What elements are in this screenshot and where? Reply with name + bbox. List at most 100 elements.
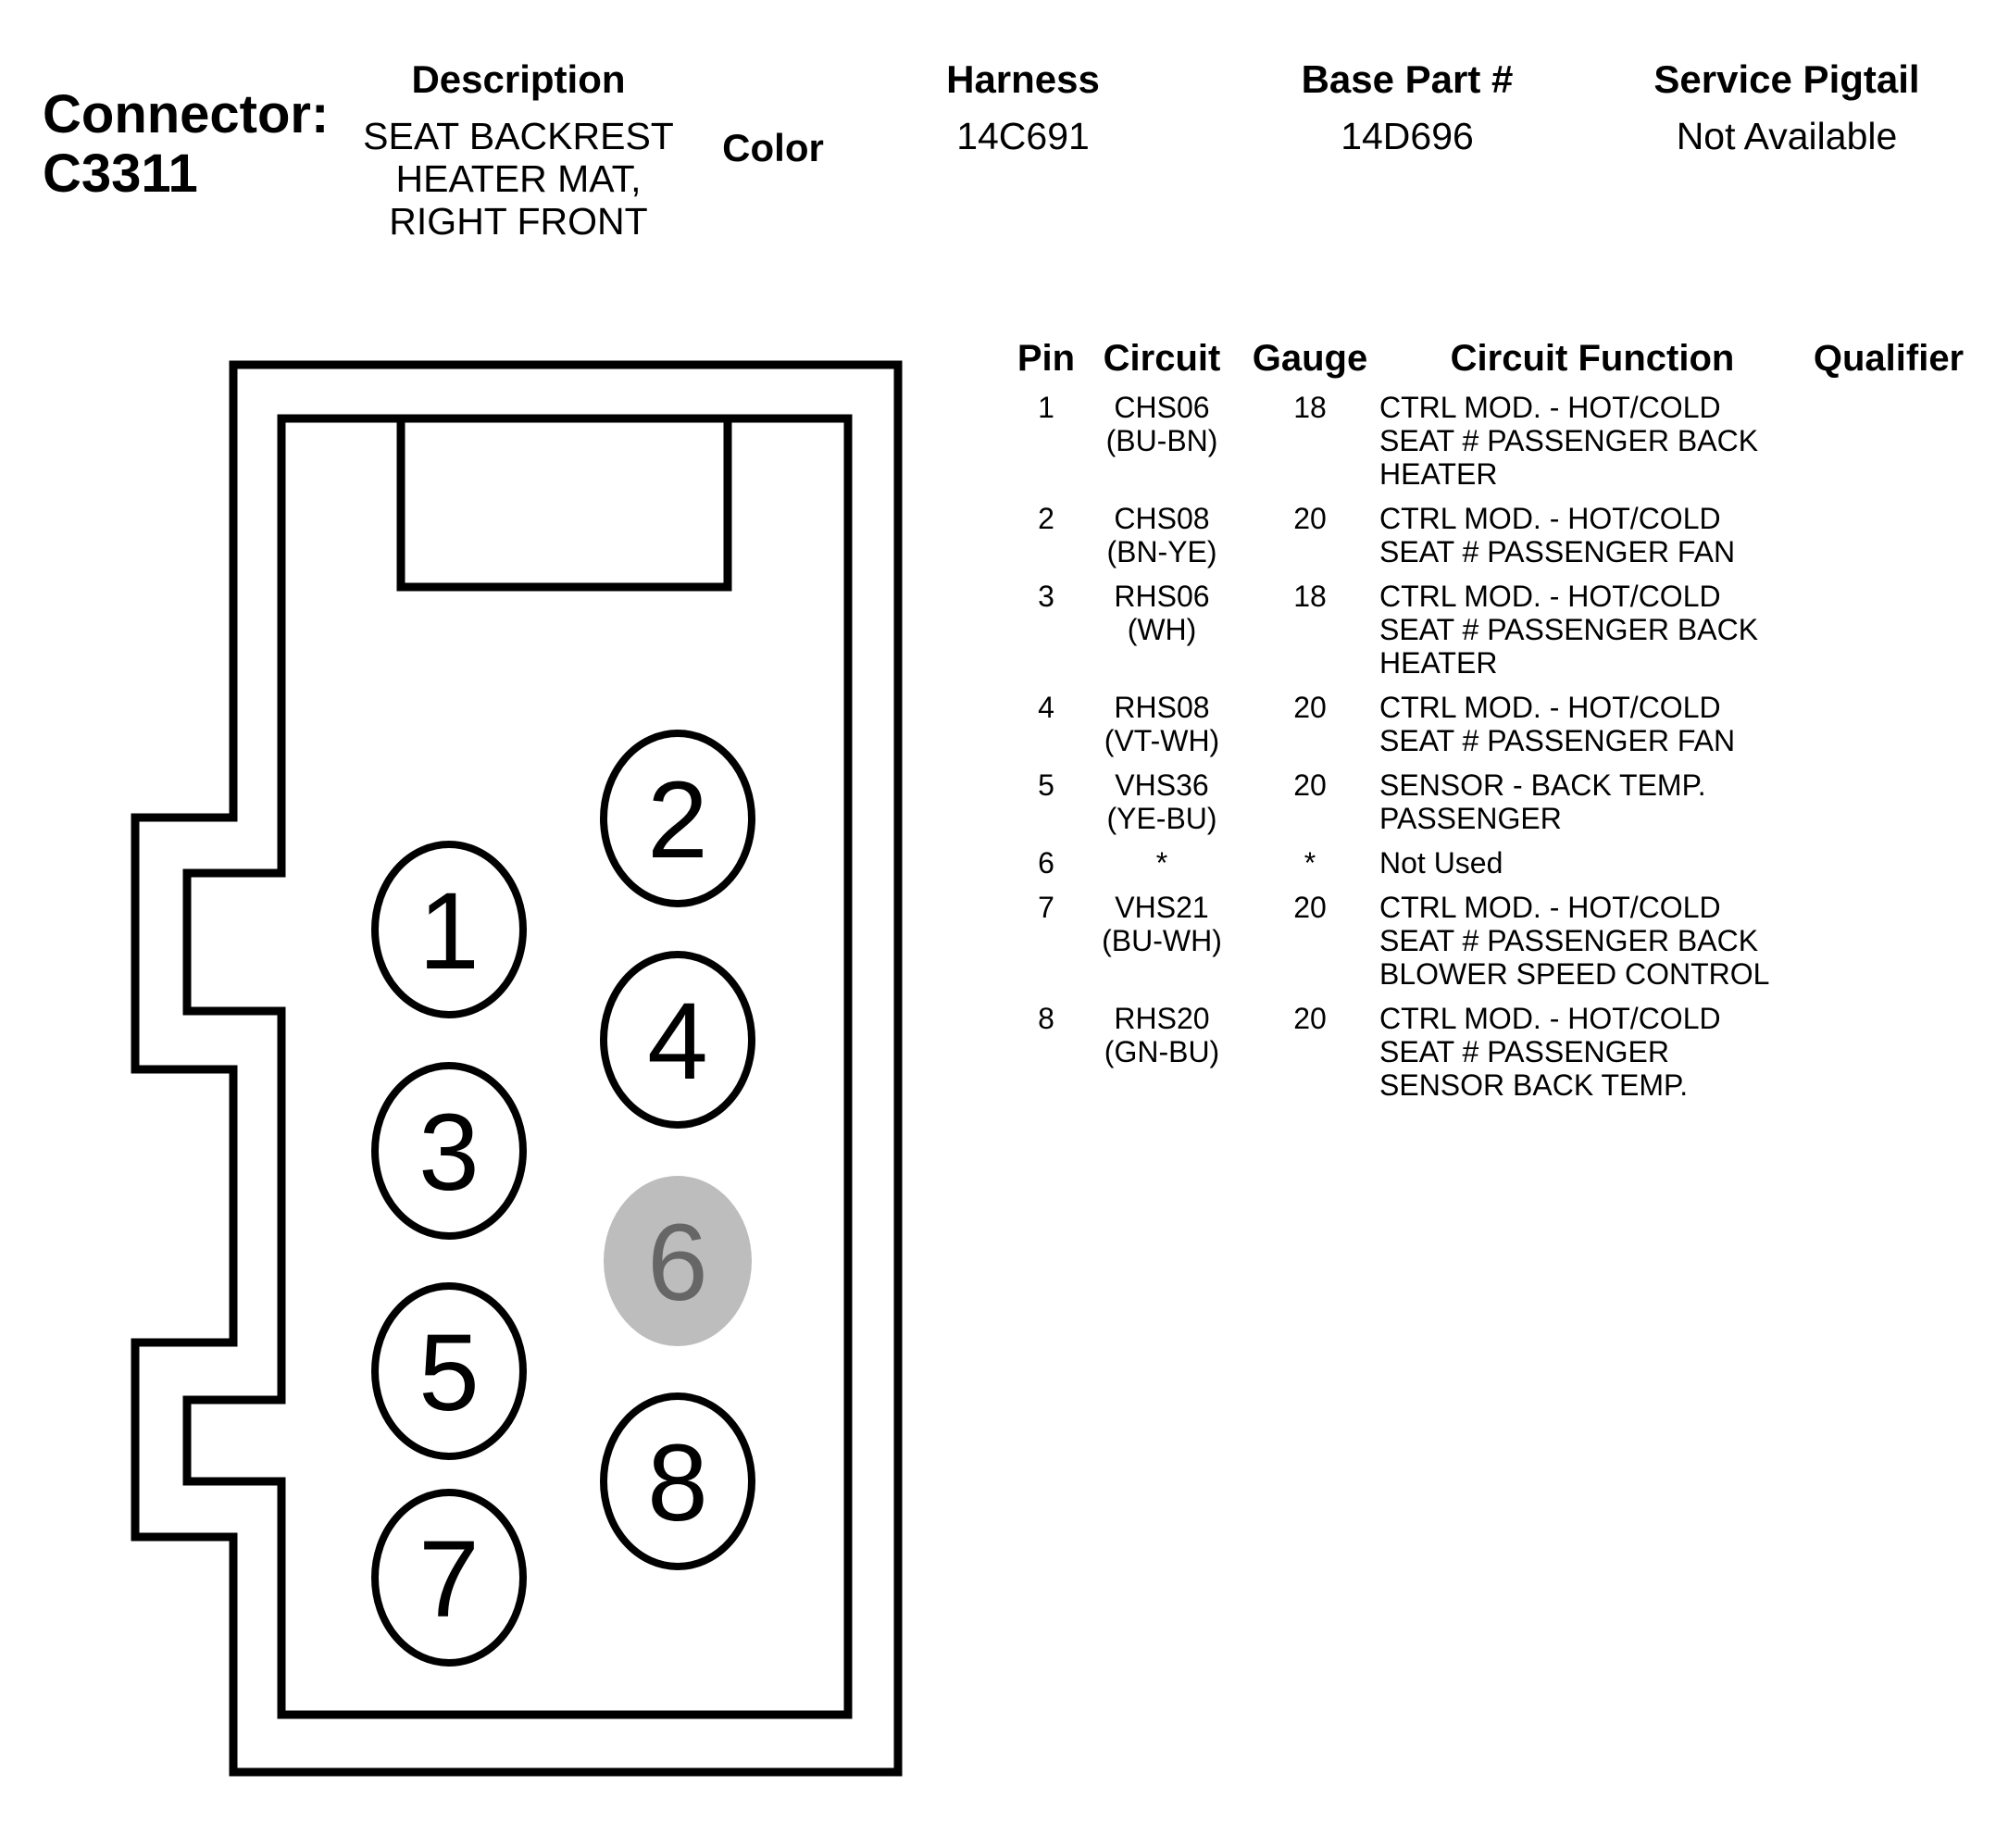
circuit-cell: *: [1088, 846, 1236, 880]
circuit-cell-line: (GN-BU): [1104, 1035, 1220, 1068]
circuit-cell-line: CHS06: [1114, 391, 1210, 424]
circuit-cell-line: RHS20: [1114, 1002, 1210, 1035]
pin-6-cavity: 6: [604, 1176, 752, 1346]
circuit-function-cell-line: SENSOR - BACK TEMP.: [1379, 768, 1706, 802]
column-header-qualifier: Qualifier: [1813, 338, 1965, 379]
base-part-header: Base Part #: [1301, 57, 1514, 101]
connector-id: C3311: [43, 144, 198, 204]
circuit-cell-line: RHS08: [1114, 691, 1210, 724]
pin-1-cavity: 1: [371, 841, 527, 1018]
color-header: Color: [722, 126, 824, 169]
column-header-gauge: Gauge: [1252, 338, 1368, 379]
connector-outer-housing: [131, 360, 903, 1777]
circuit-cell-line: RHS06: [1114, 580, 1210, 613]
pin-4-outline: [600, 951, 755, 1129]
column-header-pin: Pin: [1017, 338, 1076, 379]
circuit-function-cell-line: CTRL MOD. - HOT/COLD: [1379, 891, 1721, 924]
circuit-cell-line: *: [1155, 846, 1168, 880]
circuit-function-cell-line: HEATER: [1379, 457, 1498, 491]
circuit-cell: RHS06(WH): [1088, 580, 1236, 646]
circuit-cell-line: VHS36: [1115, 768, 1209, 802]
gauge-cell: 20: [1293, 891, 1327, 924]
pin-8-outline: [600, 1392, 755, 1570]
pin-cell: 3: [1038, 580, 1054, 613]
pin-cell: 5: [1038, 768, 1054, 802]
gauge-cell: 20: [1293, 1002, 1327, 1035]
pin-7-label: 7: [418, 1518, 480, 1641]
pin-1-outline: [371, 841, 527, 1018]
pin-cell: 4: [1038, 691, 1054, 724]
service-pigtail-value: Not Available: [1676, 115, 1898, 157]
pin-5-cavity: 5: [371, 1282, 527, 1460]
connector-latch: [396, 418, 732, 592]
circuit-function-cell-line: SEAT # PASSENGER BACK: [1379, 613, 1759, 646]
pin-4-cavity: 4: [600, 951, 755, 1129]
circuit-function-cell-line: CTRL MOD. - HOT/COLD: [1379, 580, 1721, 613]
circuit-function-cell-line: SEAT # PASSENGER BACK: [1379, 424, 1759, 457]
circuit-function-cell-line: SEAT # PASSENGER: [1379, 1035, 1669, 1068]
circuit-function-cell-line: Not Used: [1379, 846, 1503, 880]
pin-8-label: 8: [647, 1422, 708, 1544]
circuit-function-cell-line: HEATER: [1379, 646, 1498, 680]
gauge-cell: 20: [1293, 768, 1327, 802]
circuit-function-cell: SENSOR - BACK TEMP.PASSENGER: [1379, 768, 1805, 835]
gauge-cell: 18: [1293, 391, 1327, 424]
description-header: Description: [411, 57, 626, 101]
gauge-cell: 20: [1293, 502, 1327, 535]
circuit-function-cell-line: SENSOR BACK TEMP.: [1379, 1068, 1689, 1102]
circuit-function-cell-line: BLOWER SPEED CONTROL: [1379, 957, 1770, 991]
description-value: SEAT BACKREST HEATER MAT, RIGHT FRONT: [315, 115, 722, 243]
connector-title: Connector: C3311: [43, 85, 329, 204]
description-line: SEAT BACKREST: [363, 115, 674, 157]
table-header-row: Pin Circuit Gauge Circuit Function Quali…: [1000, 335, 1981, 391]
pin-2-cavity: 2: [600, 730, 755, 907]
circuit-function-cell-line: CTRL MOD. - HOT/COLD: [1379, 1002, 1721, 1035]
circuit-function-cell-line: PASSENGER: [1379, 802, 1562, 835]
circuit-cell: VHS36(YE-BU): [1088, 768, 1236, 835]
column-header-circuit-function: Circuit Function: [1450, 338, 1735, 379]
circuit-cell-line: CHS08: [1114, 502, 1210, 535]
pin-cell: 2: [1038, 502, 1054, 535]
pin-5-label: 5: [418, 1312, 480, 1434]
circuit-cell-line: (VT-WH): [1104, 724, 1220, 757]
circuit-cell-line: VHS21: [1115, 891, 1209, 924]
circuit-function-cell-line: SEAT # PASSENGER BACK: [1379, 924, 1759, 957]
circuit-cell-line: (YE-BU): [1106, 802, 1217, 835]
pin-2-outline: [600, 730, 755, 907]
column-header-circuit: Circuit: [1103, 338, 1221, 379]
pin-8-cavity: 8: [600, 1392, 755, 1570]
circuit-cell: VHS21(BU-WH): [1088, 891, 1236, 957]
circuit-function-cell-line: SEAT # PASSENGER FAN: [1379, 724, 1736, 757]
pin-3-outline: [371, 1062, 527, 1240]
circuit-function-cell-line: CTRL MOD. - HOT/COLD: [1379, 391, 1721, 424]
pin-7-cavity: 7: [371, 1489, 527, 1667]
pin-cell: 7: [1038, 891, 1054, 924]
circuit-function-cell: Not Used: [1379, 846, 1805, 880]
gauge-cell: 20: [1293, 691, 1327, 724]
pin-7-outline: [371, 1489, 527, 1667]
pin-cell: 8: [1038, 1002, 1054, 1035]
circuit-cell: RHS20(GN-BU): [1088, 1002, 1236, 1068]
circuit-function-cell-line: CTRL MOD. - HOT/COLD: [1379, 691, 1721, 724]
pin-cell: 6: [1038, 846, 1054, 880]
harness-header: Harness: [946, 57, 1100, 101]
circuit-cell: RHS08(VT-WH): [1088, 691, 1236, 757]
base-part-value: 14D696: [1341, 115, 1474, 157]
connector-inner-wall: [182, 414, 853, 1719]
description-line: HEATER MAT,: [395, 157, 642, 200]
circuit-cell: CHS08(BN-YE): [1088, 502, 1236, 568]
description-line: RIGHT FRONT: [389, 200, 648, 243]
gauge-cell: *: [1304, 846, 1316, 880]
pin-3-label: 3: [418, 1092, 480, 1214]
